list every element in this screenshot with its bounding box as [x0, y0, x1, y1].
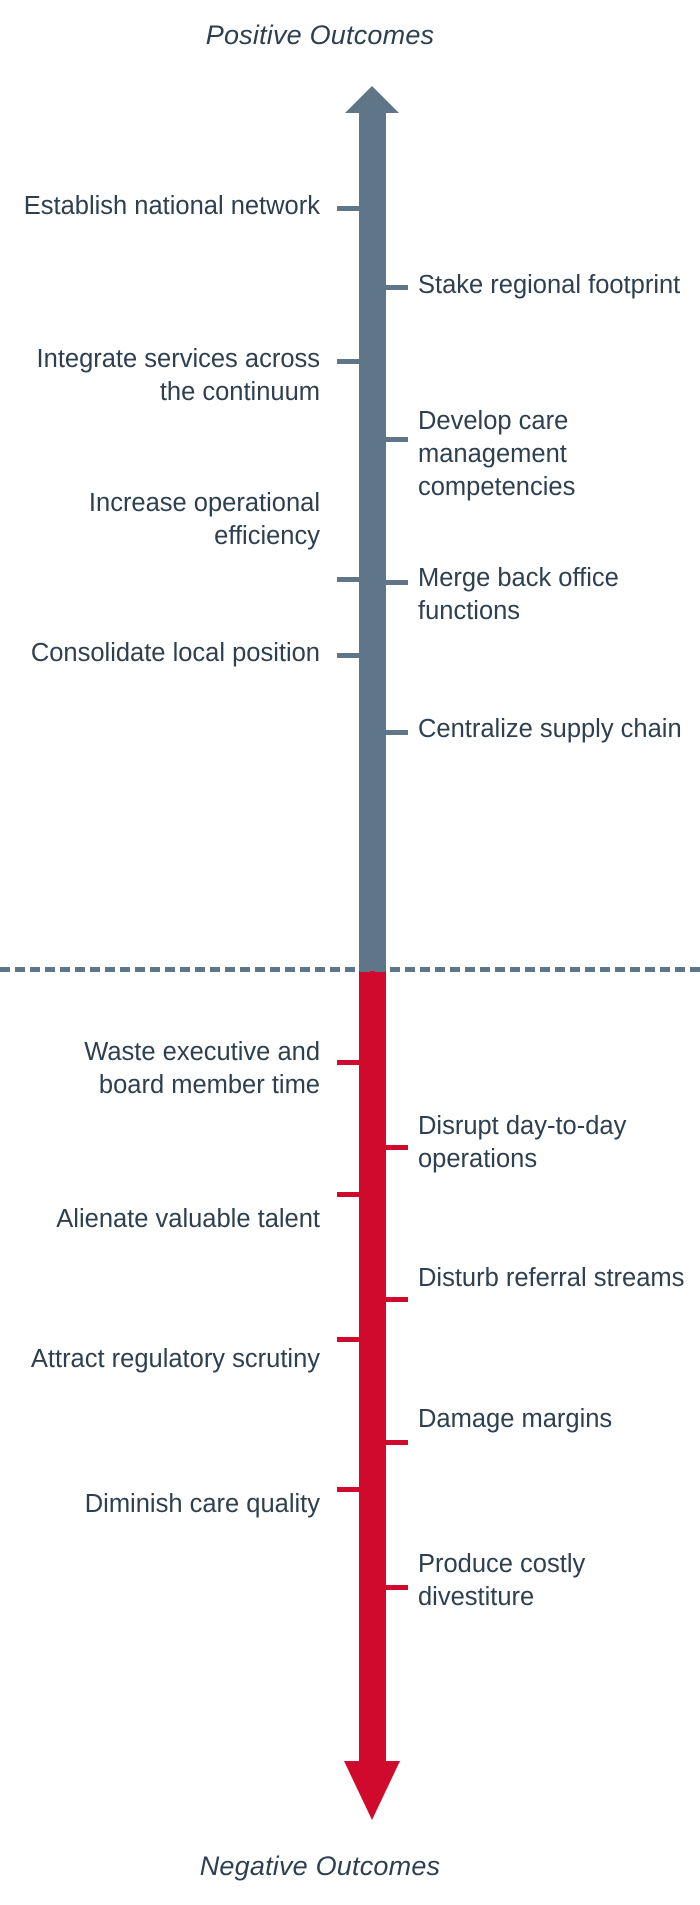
- label-positive-right-2: Develop care management competencies: [418, 407, 576, 501]
- label-positive-left-1: Establish national network: [23, 192, 320, 220]
- tick-positive-right-4: [385, 730, 408, 735]
- tick-negative-right-1: [385, 1145, 408, 1150]
- tick-positive-left-4: [337, 653, 360, 658]
- tick-positive-right-2: [385, 437, 408, 442]
- tick-negative-left-1: [337, 1060, 360, 1065]
- negative-outcomes-title: Negative Outcomes: [199, 1851, 441, 1881]
- tick-negative-right-3: [385, 1440, 408, 1445]
- label-negative-right-3: Damage margins: [418, 1405, 613, 1433]
- tick-negative-right-4: [385, 1585, 408, 1590]
- negative-arrow-shaft: [359, 971, 386, 1761]
- tick-positive-right-3: [385, 580, 408, 585]
- tick-negative-left-3: [337, 1337, 360, 1342]
- tick-positive-left-2: [337, 359, 360, 364]
- tick-positive-right-1: [385, 285, 408, 290]
- label-positive-left-4: Consolidate local position: [30, 639, 320, 667]
- tick-negative-left-4: [337, 1487, 360, 1492]
- label-positive-left-2: Integrate services across the continuum: [36, 345, 320, 406]
- positive-arrow-shaft: [359, 110, 386, 971]
- label-negative-left-1: Waste executive and board member time: [84, 1038, 320, 1099]
- arrow-down-icon: [344, 1761, 400, 1820]
- positive-outcomes-title: Positive Outcomes: [205, 20, 435, 50]
- dashed-divider: [0, 967, 700, 972]
- tick-negative-right-2: [385, 1297, 408, 1302]
- label-positive-right-4: Centralize supply chain: [418, 715, 682, 743]
- tick-positive-left-1: [337, 206, 360, 211]
- label-positive-right-3: Merge back office functions: [418, 564, 619, 625]
- label-positive-left-3: Increase operational efficiency: [88, 489, 320, 550]
- label-negative-left-3: Attract regulatory scrutiny: [30, 1345, 320, 1373]
- tick-negative-left-2: [337, 1192, 360, 1197]
- label-negative-left-2: Alienate valuable talent: [56, 1205, 320, 1233]
- label-positive-right-1: Stake regional footprint: [418, 271, 681, 299]
- label-negative-right-1: Disrupt day-to-day operations: [418, 1112, 627, 1173]
- label-negative-right-4: Produce costly divestiture: [418, 1550, 586, 1611]
- label-negative-right-2: Disturb referral streams: [418, 1264, 685, 1292]
- label-negative-left-4: Diminish care quality: [84, 1490, 320, 1518]
- arrow-up-icon: [345, 86, 399, 113]
- tick-positive-left-3: [337, 577, 360, 582]
